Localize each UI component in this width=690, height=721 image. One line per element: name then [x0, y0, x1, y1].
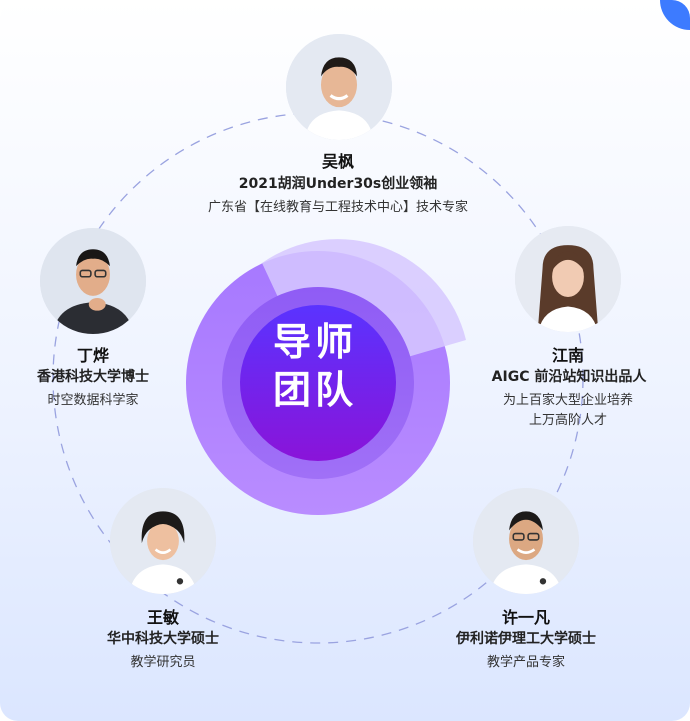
person-photo-icon — [110, 488, 216, 594]
mentor-3-line3: 上万高阶人才 — [528, 413, 607, 428]
mentor-4-name: 王敏 — [146, 608, 179, 627]
avatar-mentor-5 — [473, 488, 579, 594]
mentor-2-line2: 时空数据科学家 — [47, 393, 139, 408]
person-photo-icon — [515, 226, 621, 332]
person-photo-icon — [40, 228, 146, 334]
mentor-3-name: 江南 — [551, 346, 584, 365]
avatar-mentor-2 — [40, 228, 146, 334]
mentor-2-name: 丁烨 — [76, 346, 109, 365]
avatar-mentor-4 — [110, 488, 216, 594]
center-title: 导师 团队 — [250, 318, 380, 414]
mentor-4-line2: 教学研究员 — [130, 655, 196, 670]
mentor-4-line1: 华中科技大学硕士 — [107, 631, 219, 647]
person-photo-icon — [473, 488, 579, 594]
mentor-3-line2: 为上百家大型企业培养 — [502, 393, 633, 408]
mentor-1-line2: 广东省【在线教育与工程技术中心】技术专家 — [207, 200, 468, 215]
inner-disc — [240, 305, 396, 461]
center-title-line2: 团队 — [272, 368, 357, 412]
mentor-1-line1: 2021胡润Under30s创业领袖 — [238, 176, 438, 192]
mentor-5-line2: 教学产品专家 — [486, 655, 565, 670]
mentor-3-line1: AIGC 前沿站知识出品人 — [491, 369, 647, 385]
person-photo-icon — [286, 34, 392, 140]
mentor-5-line1: 伊利诺伊理工大学硕士 — [456, 631, 596, 647]
mentor-1-name: 吴枫 — [321, 152, 354, 171]
mentor-5-name: 许一凡 — [501, 608, 550, 627]
avatar-mentor-3 — [515, 226, 621, 332]
center-title-line1: 导师 — [272, 320, 357, 364]
avatar-mentor-1 — [286, 34, 392, 140]
mentor-2-line1: 香港科技大学博士 — [37, 369, 149, 385]
